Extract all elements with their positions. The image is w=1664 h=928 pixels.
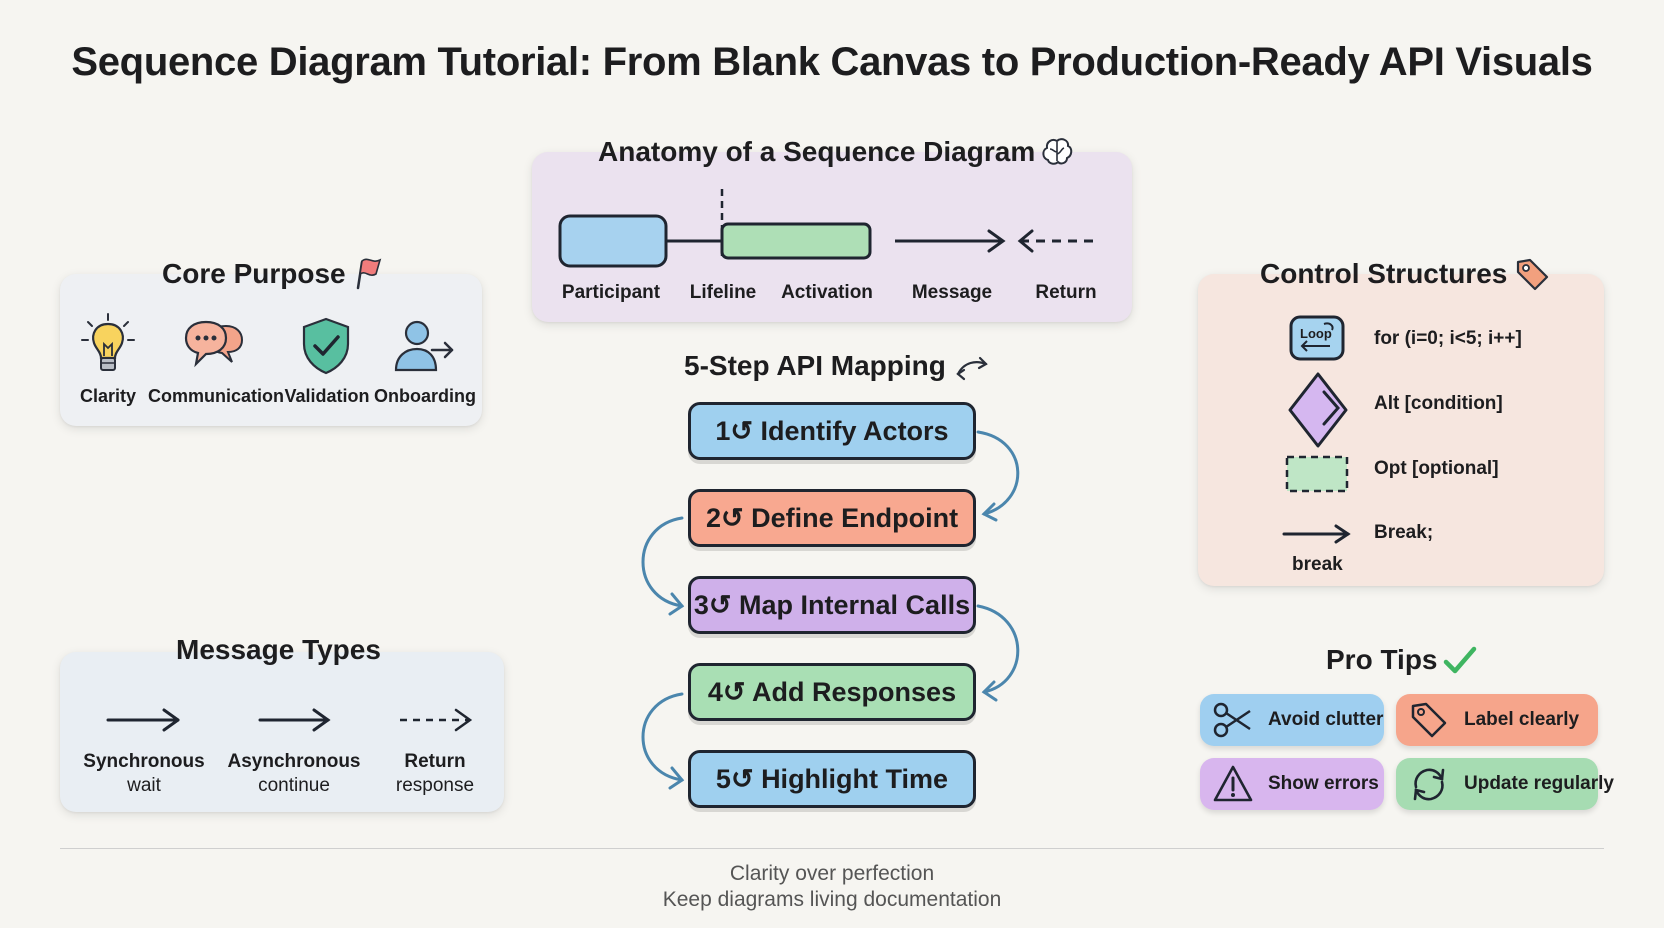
pin-flag-icon: [356, 258, 382, 290]
flow-connector-arrows: [641, 430, 1020, 790]
anatomy-diagram: [558, 189, 1100, 268]
anatomy-label-lifeline: Lifeline: [689, 282, 757, 303]
message-types-title: Message Types: [176, 634, 381, 665]
sync-arrow: [106, 708, 180, 732]
msg-sync-label: Synchronous wait: [83, 751, 205, 796]
loop-icon-label: Loop: [1300, 326, 1332, 341]
control-structures-title: Control Structures: [1260, 258, 1508, 289]
activation-bar: [720, 222, 872, 260]
tip-label-clearly[interactable]: Label clearly: [1396, 694, 1598, 746]
loop-icon: [1289, 315, 1345, 361]
control-structures-panel: [1198, 274, 1604, 586]
api-step-1[interactable]: 1↺ Identify Actors: [688, 402, 976, 460]
api-step-2[interactable]: 2↺ Define Endpoint: [688, 489, 976, 547]
control-opt-label: Opt [optional]: [1374, 458, 1499, 479]
return-dashed-arrow: [400, 708, 473, 732]
page-title: Sequence Diagram Tutorial: From Blank Ca…: [71, 40, 1593, 84]
refresh-icon: [1413, 768, 1445, 801]
opt-dashed-box-icon: [1285, 455, 1349, 493]
msg-async-label: Asynchronous continue: [227, 751, 361, 796]
anatomy-label-message: Message: [911, 282, 993, 303]
api-mapping-title: 5-Step API Mapping: [684, 350, 946, 381]
tag-icon: [1516, 258, 1549, 291]
purpose-label-validation: Validation: [284, 386, 370, 406]
anatomy-label-return: Return: [1035, 282, 1097, 303]
control-alt-label: Alt [condition]: [1374, 393, 1503, 414]
tip-update-regularly[interactable]: Update regularly: [1396, 758, 1614, 810]
purpose-label-onboarding: Onboarding: [374, 386, 476, 406]
shield-check-icon: [302, 317, 350, 375]
anatomy-label-activation: Activation: [781, 282, 873, 303]
anatomy-title: Anatomy of a Sequence Diagram: [598, 136, 1036, 167]
break-caption: break: [1292, 554, 1343, 575]
api-step-4[interactable]: 4↺ Add Responses: [688, 663, 976, 721]
footer-line-1: Clarity over perfection: [729, 862, 935, 885]
brain-icon: [1042, 138, 1073, 165]
message-types-panel: [60, 652, 504, 812]
scissors-icon: [1213, 702, 1251, 738]
participant-box: [558, 214, 668, 268]
checkmark-icon: [1443, 646, 1477, 674]
alt-diamond-icon: [1288, 372, 1348, 448]
purpose-label-clarity: Clarity: [79, 386, 137, 406]
message-type-arrows: [106, 708, 473, 732]
tip-show-errors[interactable]: Show errors: [1200, 758, 1384, 810]
footer-divider: [60, 848, 1604, 849]
tag-icon: [1411, 702, 1447, 738]
tip-avoid-clutter[interactable]: Avoid clutter: [1200, 694, 1384, 746]
control-break-label: Break;: [1374, 522, 1434, 543]
footer-line-2: Keep diagrams living documentation: [662, 888, 1002, 911]
lightbulb-icon: [81, 313, 135, 371]
api-step-5[interactable]: 5↺ Highlight Time: [688, 750, 976, 808]
chat-bubbles-icon: [184, 320, 244, 368]
user-arrow-icon: [394, 320, 454, 372]
anatomy-label-participant: Participant: [561, 282, 661, 303]
purpose-label-communication: Communication: [148, 386, 285, 406]
control-loop-label: for (i=0; i<5; i++]: [1374, 328, 1522, 349]
api-step-3[interactable]: 3↺ Map Internal Calls: [688, 576, 976, 634]
warning-icon: [1213, 765, 1253, 802]
core-purpose-title: Core Purpose: [162, 258, 346, 289]
async-arrow: [258, 708, 331, 732]
msg-return-label: Return response: [395, 751, 475, 796]
pro-tips-title: Pro Tips: [1326, 644, 1438, 675]
break-arrow-icon: [1282, 524, 1351, 544]
swap-arrows-icon: [956, 356, 988, 381]
